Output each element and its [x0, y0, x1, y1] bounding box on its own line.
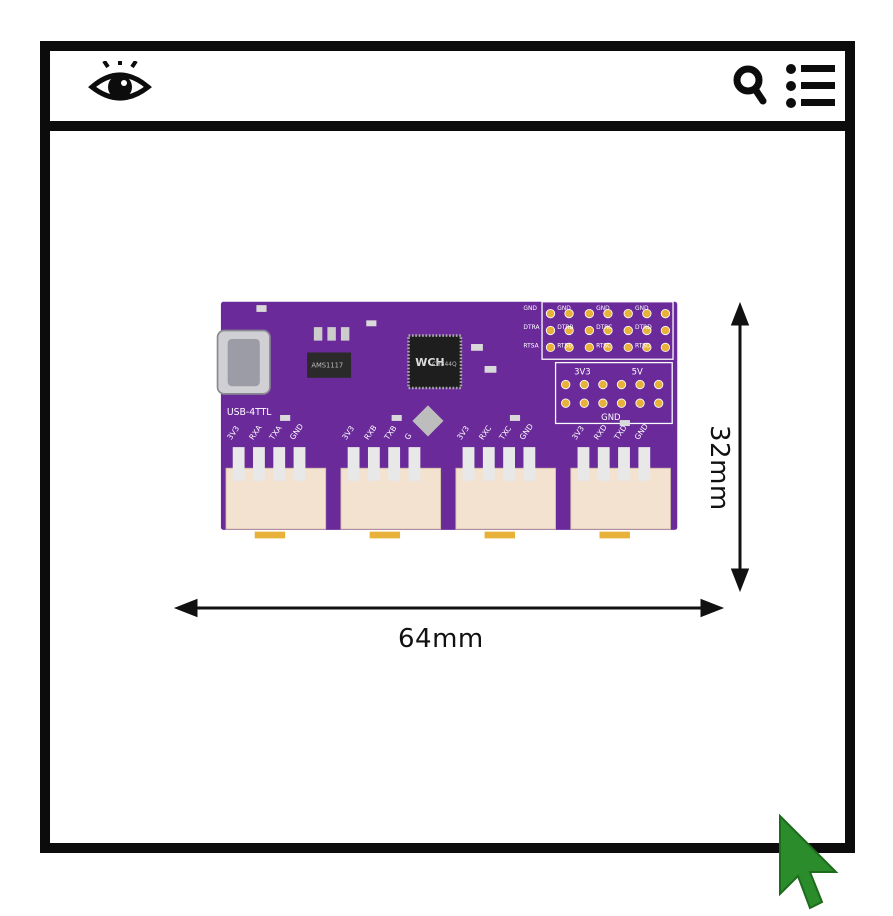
top-bar	[50, 51, 845, 131]
height-label: 32mm	[704, 425, 734, 511]
conn-b-pin4: G	[403, 431, 414, 441]
hdr-d-rts: RTSD	[635, 343, 651, 349]
search-icon[interactable]	[733, 65, 769, 105]
hdr-c-dtr: DTRC	[596, 325, 612, 331]
width-label: 64mm	[398, 624, 484, 654]
board-label: USB-4TTL	[227, 407, 272, 418]
regulator-text: AMS1117	[311, 362, 343, 370]
hdr-b-rts: RTSB	[557, 343, 572, 349]
hdr-c-rts: RTSC	[596, 343, 611, 349]
label-5v: 5V	[632, 366, 643, 376]
connector-b: 3V3 RXB TXB G	[340, 423, 442, 539]
hdr-a-gnd: GND	[523, 306, 537, 312]
header-block: 3V3 5V GND	[541, 301, 674, 425]
chip-text: CH344Q	[432, 362, 457, 368]
list-menu-icon[interactable]	[785, 63, 835, 109]
hdr-b-gnd: GND	[557, 306, 571, 312]
eye-icon[interactable]	[88, 61, 152, 109]
label-gnd: GND	[601, 412, 620, 422]
hdr-b-dtr: DTRB	[557, 325, 573, 331]
hdr-d-dtr: DTRD	[635, 325, 652, 331]
chip-brand: WCH	[415, 356, 444, 369]
hdr-a-dtr: DTRA	[523, 325, 539, 331]
cursor-arrow-icon	[779, 814, 839, 910]
browser-window	[40, 41, 855, 853]
hdr-d-gnd: GND	[635, 306, 649, 312]
product-image: USB-4TTL AMS1117 WCH CH344Q 3V3 5V GND G…	[216, 301, 678, 539]
label-3v3: 3V3	[574, 366, 591, 376]
hdr-c-gnd: GND	[596, 306, 610, 312]
hdr-a-rts: RTSA	[523, 343, 538, 349]
connector-c: 3V3 RXC TXC GND	[455, 422, 556, 539]
